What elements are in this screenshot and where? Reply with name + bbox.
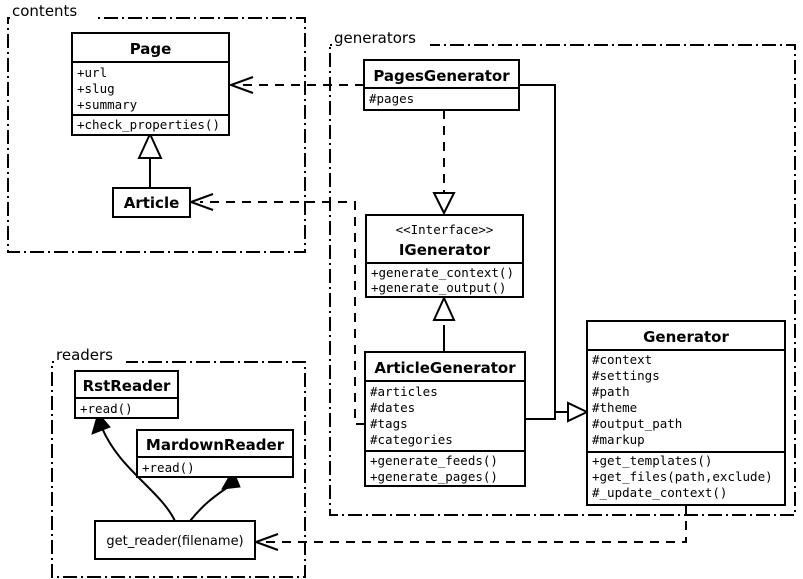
package-generators: generators: [329, 29, 796, 516]
link-getreader-mardownreader: [189, 468, 241, 522]
class-page-attribute: +url: [77, 65, 107, 80]
link-articlegenerator-article: [188, 193, 365, 425]
class-mardownreader-name: MardownReader: [146, 436, 285, 454]
class-generator-name: Generator: [643, 328, 729, 346]
class-igenerator-box[interactable]: [365, 214, 524, 298]
class-pagesgenerator-attribute: #pages: [369, 91, 414, 106]
class-mardownreader-box[interactable]: [136, 429, 294, 478]
class-article[interactable]: Article: [112, 187, 191, 218]
class-rstreader-box[interactable]: [74, 370, 179, 419]
package-readers-label: readers: [56, 346, 113, 364]
class-page-attribute: +summary: [77, 97, 138, 112]
link-pagesgenerator-generator: [519, 84, 569, 413]
class-page-method: +check_properties(): [77, 117, 220, 132]
generalization-arrowhead-generator: [567, 401, 590, 423]
class-generator-box[interactable]: [586, 320, 786, 506]
package-readers-label-bg: [54, 348, 126, 366]
class-generator-attribute: #path: [592, 384, 630, 399]
package-contents: contents: [7, 2, 306, 253]
class-igenerator-method: +generate_output(): [371, 280, 506, 295]
class-generator-attribute: #context: [592, 352, 652, 367]
function-get-reader-box[interactable]: [94, 520, 256, 560]
class-articlegenerator-box[interactable]: [364, 351, 526, 487]
class-igenerator-stereotype: <<Interface>>: [396, 222, 494, 237]
class-articlegenerator-attribute: #articles: [370, 384, 438, 399]
class-article-box[interactable]: [112, 187, 191, 218]
package-readers: readers: [51, 346, 306, 578]
class-generator-method: +get_files(path,exclude): [592, 469, 773, 484]
class-page-box[interactable]: [71, 32, 230, 136]
class-generator-attribute: #output_path: [592, 416, 682, 431]
class-articlegenerator-attribute: #tags: [370, 416, 408, 431]
link-pagesgenerator-igenerator: [432, 110, 456, 216]
link-pagesgenerator-page: [228, 76, 364, 94]
class-generator-attribute: #markup: [592, 432, 645, 447]
class-articlegenerator-method: +generate_pages(): [370, 469, 498, 484]
class-generator-attribute: #theme: [592, 400, 637, 415]
class-articlegenerator-attribute: #dates: [370, 400, 415, 415]
package-generators-label-bg: [332, 31, 430, 49]
class-articlegenerator-attribute: #categories: [370, 432, 453, 447]
class-generator-attribute: #settings: [592, 368, 660, 383]
link-article-page: [137, 131, 163, 188]
package-generators-border: [329, 44, 796, 516]
class-rstreader-name: RstReader: [83, 377, 171, 395]
class-mardownreader-method: +read(): [142, 460, 195, 475]
package-contents-border: [7, 17, 306, 253]
class-page-attribute: +slug: [77, 81, 115, 96]
class-generator-method: +get_templates(): [592, 453, 712, 468]
link-generator-getreader: [253, 505, 687, 551]
class-igenerator-method: +generate_context(): [371, 265, 514, 280]
link-articlegenerator-generator: [525, 411, 569, 420]
package-generators-label: generators: [334, 29, 416, 47]
class-page-name: Page: [130, 40, 172, 58]
class-igenerator-name: IGenerator: [399, 241, 491, 259]
class-article-name: Article: [124, 194, 180, 212]
class-articlegenerator-name: ArticleGenerator: [374, 359, 516, 377]
link-articlegenerator-igenerator: [432, 295, 456, 352]
class-rstreader-method: +read(): [80, 401, 133, 416]
package-readers-border: [51, 361, 306, 578]
package-contents-label-bg: [10, 5, 95, 23]
function-get-reader-label: get_reader(filename): [106, 534, 243, 549]
class-pagesgenerator[interactable]: PagesGenerator #pages: [363, 59, 520, 111]
package-contents-label: contents: [12, 2, 77, 20]
class-pagesgenerator-box[interactable]: [363, 59, 520, 111]
class-pagesgenerator-name: PagesGenerator: [373, 67, 510, 85]
class-generator[interactable]: Generator #context #settings #path #them…: [586, 320, 786, 506]
class-igenerator[interactable]: <<Interface>> IGenerator +generate_conte…: [365, 214, 524, 298]
class-mardownreader[interactable]: MardownReader +read(): [136, 429, 294, 478]
class-page[interactable]: Page +url +slug +summary +check_properti…: [71, 32, 230, 136]
class-generator-method: #_update_context(): [592, 485, 727, 500]
class-articlegenerator[interactable]: ArticleGenerator #articles #dates #tags …: [364, 351, 526, 487]
class-rstreader[interactable]: RstReader +read(): [74, 370, 179, 419]
function-get-reader[interactable]: get_reader(filename): [94, 520, 256, 560]
class-articlegenerator-method: +generate_feeds(): [370, 453, 498, 468]
